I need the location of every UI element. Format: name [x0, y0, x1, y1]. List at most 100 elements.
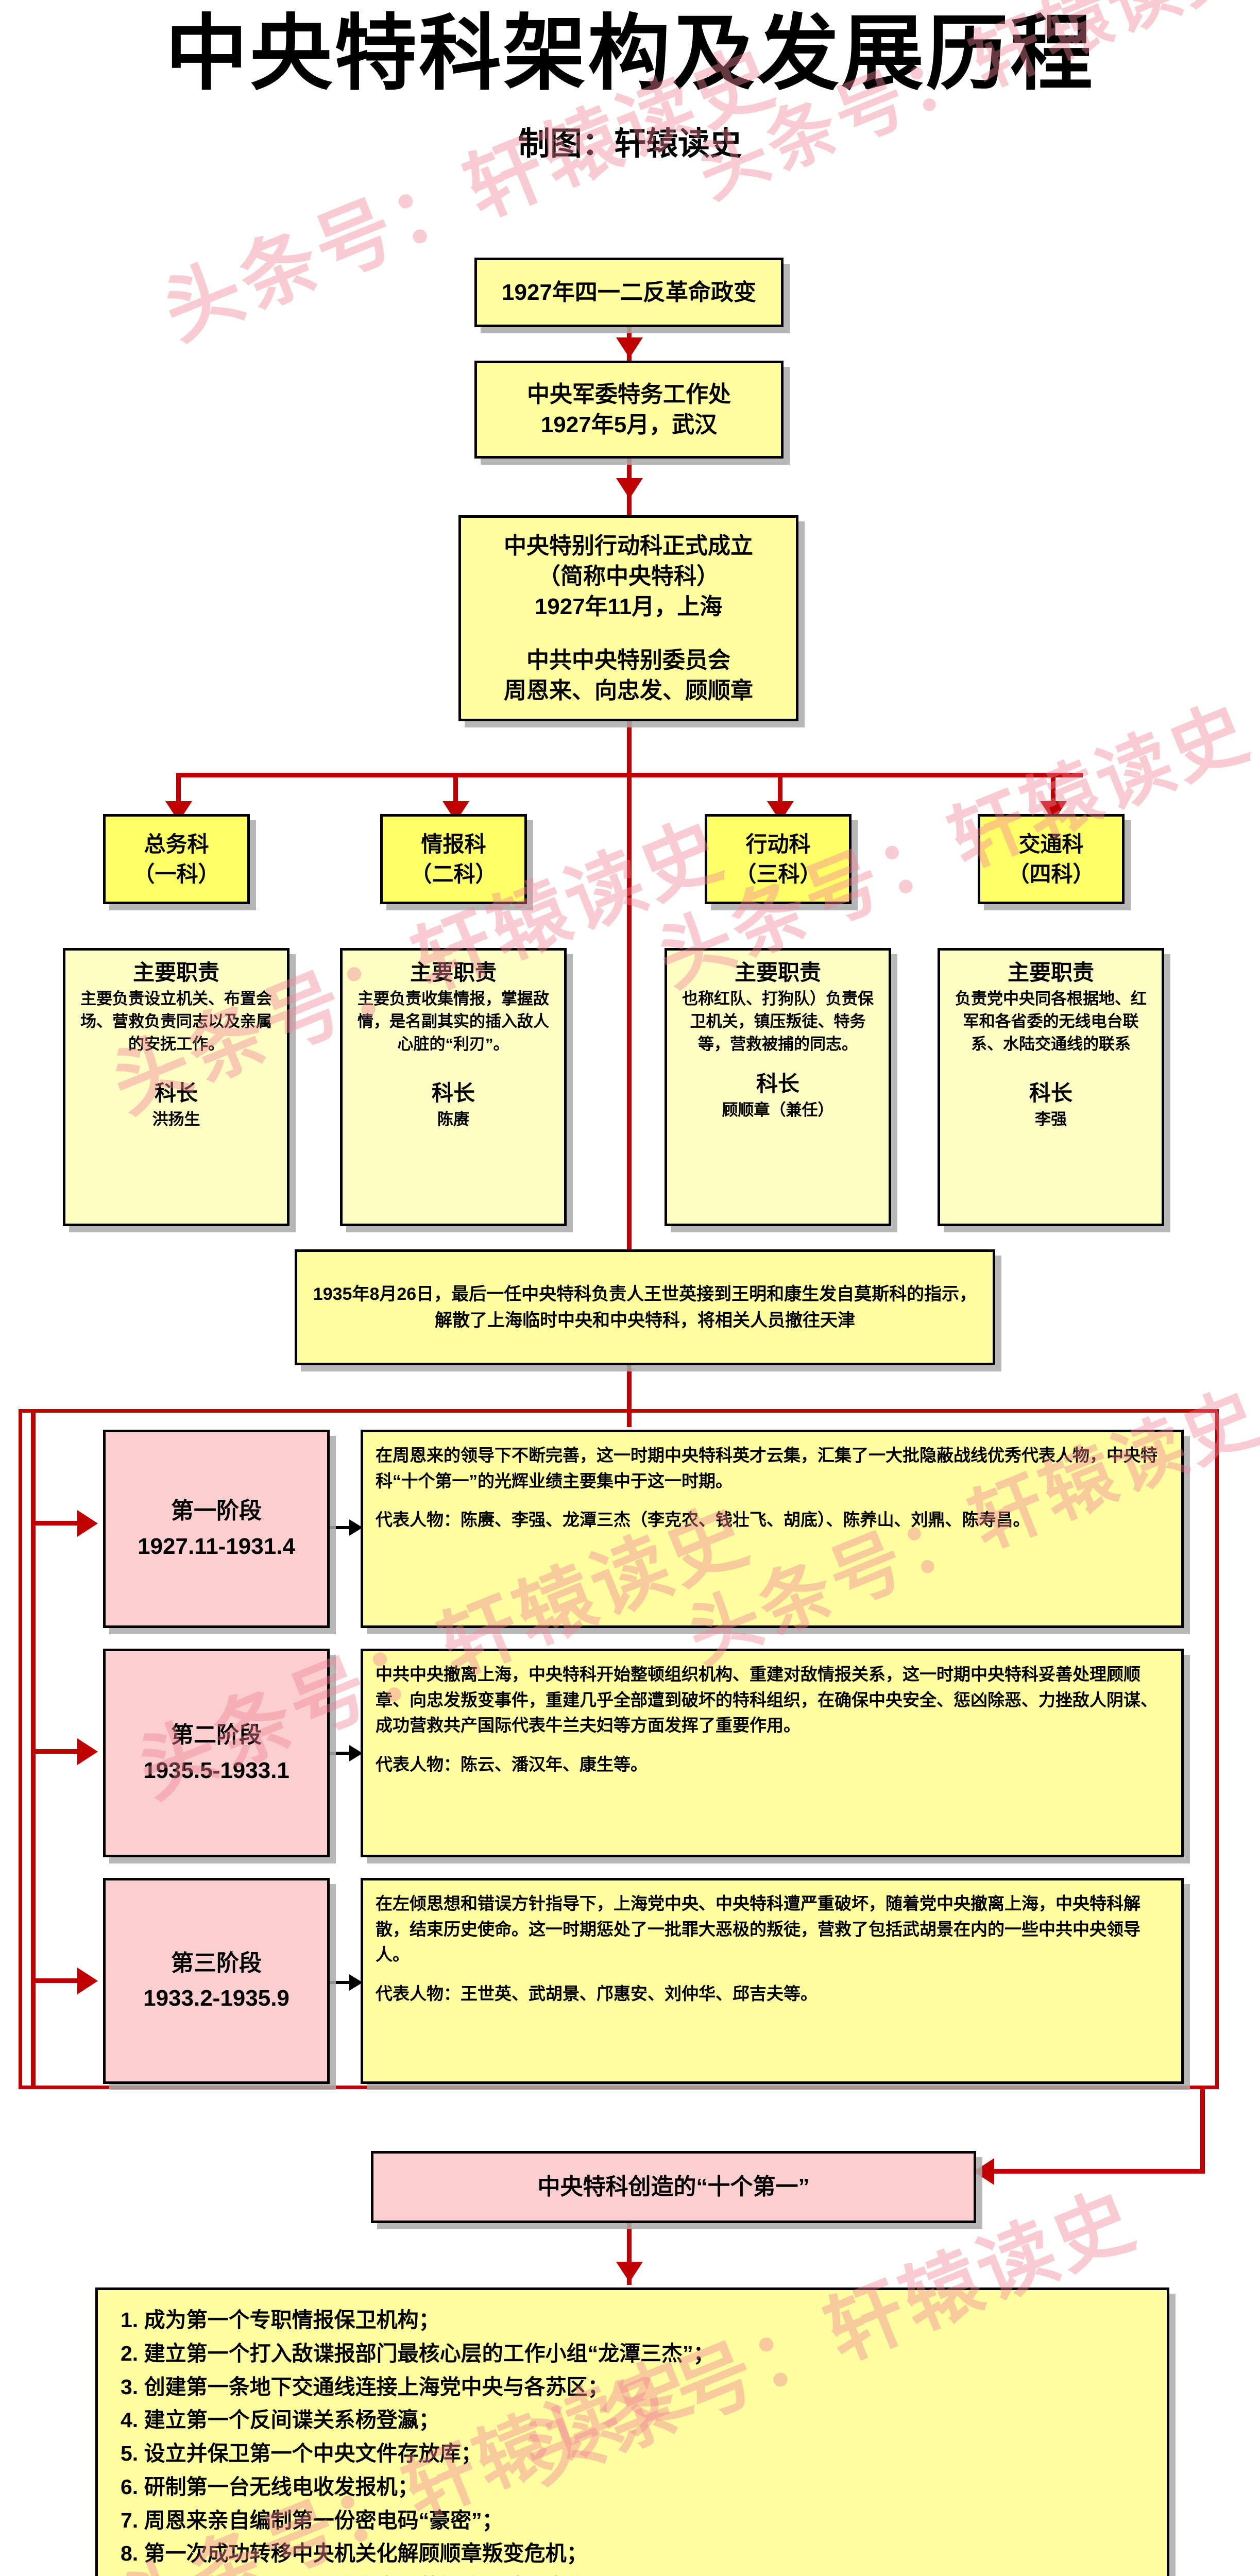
connector-drop-dept-4 — [1051, 773, 1055, 824]
department-number: （一科） — [133, 861, 220, 886]
connector-drop-dept-3 — [778, 773, 782, 824]
arrow-firsts-title-down — [616, 2262, 643, 2282]
duty-text: 负责党中央同各根据地、红军和各省委的无线电台联系、水陆交通线的联系 — [955, 989, 1147, 1053]
phase-detail-3: 在左倾思想和错误方针指导下，上海党中央、中央特科遭严重破坏，随着党中央撤离上海，… — [361, 1878, 1184, 2084]
flow-bureau-line2: 1927年5月，武汉 — [540, 412, 718, 437]
page-subtitle: 制图：轩辕读史 — [518, 126, 742, 162]
flow-founding-line4: 中共中央特别委员会 — [526, 647, 730, 673]
department-header-1: 总务科 （一科） — [103, 814, 250, 904]
department-name: 总务科 — [144, 832, 209, 856]
flow-founding-line5: 周恩来、向忠发、顾顺章 — [504, 678, 753, 704]
arrow-bureau-to-founding — [616, 478, 643, 499]
phase-people: 代表人物：陈赓、李强、龙潭三杰（李克农、钱壮飞、胡底）、陈养山、刘鼎、陈寿昌。 — [376, 1510, 1030, 1529]
chief-name: 李强 — [1035, 1110, 1067, 1128]
phase-label: 第一阶段 — [171, 1498, 262, 1524]
connector-phase3-to-detail — [330, 1981, 355, 1984]
phase-section-frame — [19, 1409, 1219, 2089]
chief-label: 科长 — [1029, 1081, 1072, 1105]
connector-trunk-to-dissolution — [627, 773, 632, 1267]
department-number: （二科） — [410, 861, 497, 886]
arrow-to-firsts-title — [974, 2158, 994, 2185]
department-detail-3: 主要职责 也称红队、打狗队）负责保卫机关，镇压叛徒、特务等，营救被捕的同志。 科… — [665, 948, 891, 1226]
flow-box-bureau: 中央军委特务工作处 1927年5月，武汉 — [474, 361, 784, 459]
connector-to-phase-2 — [31, 1749, 88, 1754]
department-detail-1: 主要职责 主要负责设立机关、布置会场、营救负责同志以及亲属的安抚工作。 科长 洪… — [63, 948, 290, 1226]
connector-frame-right-down — [1200, 2089, 1205, 2172]
phase-detail-2: 中共中央撤离上海，中央特科开始整顿组织机构、重建对敌情报关系，这一时期中央特科妥… — [361, 1649, 1184, 1857]
page-title: 中央特科架构及发展历程 — [165, 7, 1095, 99]
phase-label: 第二阶段 — [171, 1722, 262, 1748]
firsts-item-3: 3. 创建第一条地下交通线连接上海党中央与各苏区； — [121, 2375, 609, 2399]
phase-box-3: 第三阶段 1933.2-1935.9 — [103, 1878, 330, 2084]
duty-text: 也称红队、打狗队）负责保卫机关，镇压叛徒、特务等，营救被捕的同志。 — [682, 989, 874, 1053]
firsts-item-9: 9. 第一次协同保卫重要峰会全国苏维埃区域代表会议； — [121, 2570, 1144, 2576]
arrow-event-to-bureau — [616, 337, 643, 358]
firsts-item-1: 1. 成为第一个专职情报保卫机构； — [121, 2308, 440, 2332]
phase-detail-1: 在周恩来的领导下不断完善，这一时期中央特科英才云集，汇集了一大批隐蔽战线优秀代表… — [361, 1430, 1184, 1628]
phase-body: 中共中央撤离上海，中央特科开始整顿组织机构、重建对敌情报关系，这一时期中央特科妥… — [376, 1665, 1157, 1735]
department-detail-4: 主要职责 负责党中央同各根据地、红军和各省委的无线电台联系、水陆交通线的联系 科… — [938, 948, 1164, 1226]
department-number: （三科） — [735, 861, 822, 886]
chief-label: 科长 — [154, 1081, 198, 1105]
phase-body: 在左倾思想和错误方针指导下，上海党中央、中央特科遭严重破坏，随着党中央撤离上海，… — [376, 1894, 1140, 1964]
phase-period: 1933.2-1935.9 — [143, 1986, 290, 2011]
duty-title: 主要职责 — [1007, 960, 1094, 985]
phase-people: 代表人物：王世英、武胡景、邝惠安、刘仲华、邱吉夫等。 — [376, 1984, 818, 2003]
department-detail-2: 主要职责 主要负责收集情报，掌握敌情，是名副其实的插入敌人心脏的“利刃”。 科长… — [340, 948, 567, 1226]
arrow-to-phase-1 — [77, 1510, 98, 1537]
firsts-item-2: 2. 建立第一个打入敌谍报部门最核心层的工作小组“龙潭三杰”； — [121, 2341, 714, 2365]
department-header-2: 情报科 （二科） — [380, 814, 527, 904]
connector-firsts-title-down — [627, 2223, 632, 2285]
duty-title: 主要职责 — [410, 960, 497, 985]
arrow-phase3-to-detail — [349, 1974, 363, 1991]
arrow-phase2-to-detail — [349, 1745, 363, 1761]
connector-phase1-to-detail — [330, 1526, 355, 1529]
phase-box-2: 第二阶段 1935.5-1933.1 — [103, 1649, 330, 1857]
arrow-to-phase-3 — [77, 1968, 98, 1994]
flow-box-founding: 中央特别行动科正式成立 （简称中央特科） 1927年11月，上海 中共中央特别委… — [458, 515, 798, 721]
phase-period: 1935.5-1933.1 — [143, 1757, 290, 1783]
dissolution-text: 1935年8月26日，最后一任中央特科负责人王世英接到王明和康生发自莫斯科的指示… — [313, 1284, 977, 1330]
connector-drop-dept-1 — [176, 773, 181, 824]
firsts-title-box: 中央特科创造的“十个第一” — [371, 2151, 976, 2223]
duty-text: 主要负责收集情报，掌握敌情，是名副其实的插入敌人心脏的“利刃”。 — [357, 989, 549, 1053]
connector-drop-dept-2 — [453, 773, 458, 824]
duty-title: 主要职责 — [132, 960, 219, 985]
duty-title: 主要职责 — [734, 960, 821, 985]
chief-name: 陈赓 — [437, 1110, 469, 1128]
department-name: 情报科 — [421, 832, 486, 856]
flow-founding-line1: 中央特别行动科正式成立 — [504, 533, 753, 558]
arrow-to-phase-2 — [77, 1738, 98, 1765]
connector-dissolution-down — [627, 1365, 632, 1427]
connector-to-phase-1 — [31, 1521, 88, 1526]
flow-event-label: 1927年四一二反革命政变 — [502, 279, 756, 305]
firsts-title: 中央特科创造的“十个第一” — [537, 2174, 810, 2200]
department-header-3: 行动科 （三科） — [705, 814, 852, 904]
phase-box-1: 第一阶段 1927.11-1931.4 — [103, 1430, 330, 1628]
department-name: 行动科 — [745, 832, 811, 856]
department-name: 交通科 — [1018, 832, 1084, 856]
phase-people: 代表人物：陈云、潘汉年、康生等。 — [376, 1754, 648, 1774]
firsts-item-6: 6. 研制第一台无线电收发报机； — [121, 2475, 419, 2499]
firsts-item-5: 5. 设立并保卫第一个中央文件存放库； — [121, 2442, 482, 2466]
department-header-4: 交通科 （四科） — [978, 814, 1125, 904]
firsts-item-7: 7. 周恩来亲自编制第一份密电码“豪密”； — [121, 2508, 503, 2532]
connector-phase2-to-detail — [330, 1752, 355, 1755]
department-number: （四科） — [1008, 861, 1095, 886]
flow-box-event: 1927年四一二反革命政变 — [474, 258, 784, 327]
duty-text: 主要负责设立机关、布置会场、营救负责同志以及亲属的安抚工作。 — [80, 989, 272, 1053]
connector-to-phase-3 — [31, 1978, 88, 1983]
flow-bureau-line1: 中央军委特务工作处 — [527, 381, 731, 407]
flow-founding-line2: （简称中央特科） — [538, 563, 719, 589]
connector-founding-trunk — [627, 721, 632, 783]
chief-name: 顾顺章（兼任） — [722, 1100, 834, 1119]
flow-founding-line3: 1927年11月，上海 — [534, 594, 723, 620]
arrow-phase1-to-detail — [349, 1519, 363, 1536]
chief-label: 科长 — [756, 1072, 799, 1096]
phase-label: 第三阶段 — [171, 1950, 262, 1976]
phase-body: 在周恩来的领导下不断完善，这一时期中央特科英才云集，汇集了一大批隐蔽战线优秀代表… — [376, 1446, 1157, 1490]
firsts-list-box: 1. 成为第一个专职情报保卫机构； 2. 建立第一个打入敌谍报部门最核心层的工作… — [95, 2287, 1169, 2576]
phase-period: 1927.11-1931.4 — [138, 1533, 295, 1559]
connector-to-firsts-title — [974, 2169, 1205, 2174]
chief-name: 洪扬生 — [152, 1110, 200, 1128]
